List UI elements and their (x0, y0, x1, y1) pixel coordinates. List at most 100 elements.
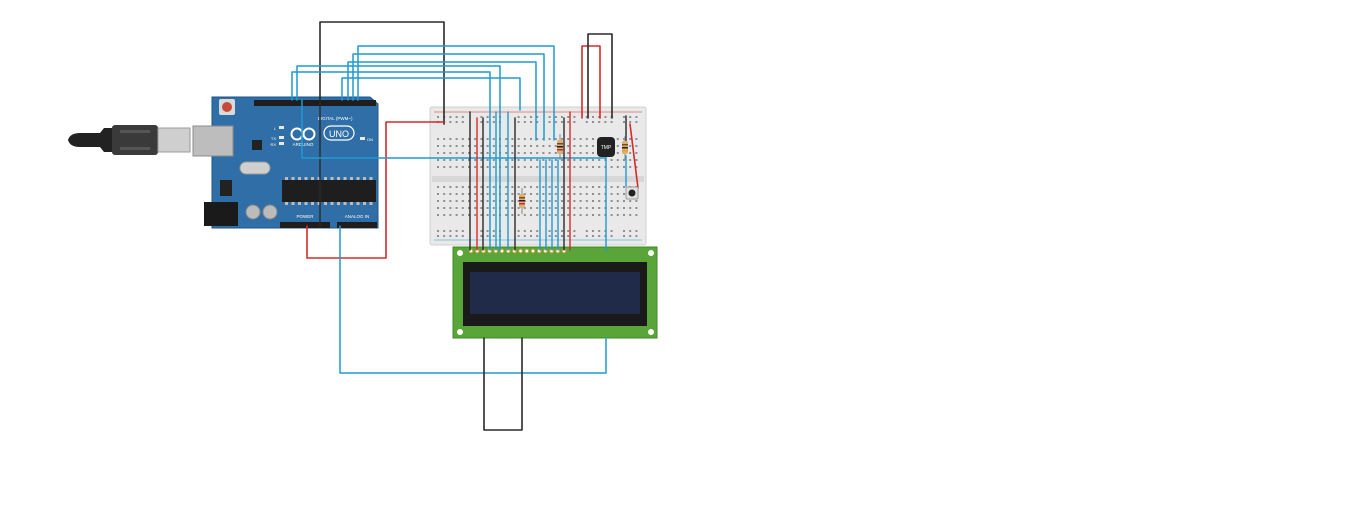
breadboard-hole[interactable] (480, 200, 483, 202)
breadboard-hole[interactable] (573, 145, 576, 147)
breadboard-hole[interactable] (523, 193, 526, 195)
breadboard-hole[interactable] (461, 230, 464, 232)
breadboard-hole[interactable] (536, 159, 539, 161)
breadboard-hole[interactable] (623, 207, 625, 209)
breadboard-hole[interactable] (449, 200, 452, 202)
breadboard-hole[interactable] (468, 214, 470, 216)
breadboard-hole[interactable] (517, 159, 520, 161)
breadboard-hole[interactable] (629, 138, 632, 140)
breadboard-hole[interactable] (449, 138, 452, 140)
breadboard-hole[interactable] (492, 200, 495, 202)
breadboard-hole[interactable] (598, 159, 601, 161)
breadboard-hole[interactable] (573, 121, 576, 123)
breadboard-hole[interactable] (474, 138, 477, 140)
breadboard-hole[interactable] (443, 235, 446, 237)
breadboard-hole[interactable] (554, 214, 557, 216)
breadboard-hole[interactable] (517, 230, 520, 232)
breadboard-hole[interactable] (542, 152, 545, 154)
breadboard-hole[interactable] (486, 121, 489, 123)
breadboard-hole[interactable] (585, 166, 588, 168)
breadboard-hole[interactable] (511, 214, 514, 216)
breadboard-hole[interactable] (449, 193, 452, 195)
breadboard-hole[interactable] (530, 214, 532, 216)
breadboard-hole[interactable] (449, 207, 452, 209)
breadboard-hole[interactable] (474, 186, 477, 188)
breadboard-hole[interactable] (573, 230, 576, 232)
breadboard-hole[interactable] (486, 138, 489, 140)
breadboard-hole[interactable] (610, 230, 613, 232)
breadboard-hole[interactable] (592, 235, 594, 237)
breadboard-hole[interactable] (579, 207, 582, 209)
breadboard-hole[interactable] (573, 193, 576, 195)
breadboard-hole[interactable] (635, 145, 638, 147)
breadboard-hole[interactable] (443, 186, 446, 188)
breadboard-hole[interactable] (616, 138, 619, 140)
breadboard-hole[interactable] (455, 193, 458, 195)
breadboard-hole[interactable] (554, 121, 557, 123)
breadboard-hole[interactable] (511, 152, 514, 154)
analog-header[interactable] (337, 222, 377, 228)
breadboard-hole[interactable] (517, 186, 520, 188)
breadboard-hole[interactable] (474, 166, 477, 168)
breadboard-hole[interactable] (585, 214, 588, 216)
breadboard-hole[interactable] (585, 152, 588, 154)
breadboard-hole[interactable] (554, 193, 557, 195)
breadboard-hole[interactable] (443, 193, 446, 195)
breadboard-hole[interactable] (530, 145, 532, 147)
lcd-pin[interactable] (524, 248, 530, 254)
breadboard-hole[interactable] (554, 235, 557, 237)
breadboard-hole[interactable] (455, 200, 458, 202)
breadboard-hole[interactable] (542, 214, 545, 216)
wire-d-2[interactable] (352, 53, 545, 141)
breadboard-hole[interactable] (517, 138, 520, 140)
breadboard-hole[interactable] (561, 193, 563, 195)
breadboard-hole[interactable] (461, 214, 464, 216)
breadboard-hole[interactable] (573, 235, 576, 237)
breadboard-hole[interactable] (548, 152, 551, 154)
breadboard-hole[interactable] (548, 214, 551, 216)
breadboard-hole[interactable] (561, 159, 563, 161)
breadboard-hole[interactable] (468, 145, 470, 147)
breadboard-hole[interactable] (623, 159, 625, 161)
breadboard-hole[interactable] (474, 214, 477, 216)
breadboard-hole[interactable] (573, 152, 576, 154)
breadboard-hole[interactable] (567, 214, 570, 216)
breadboard-hole[interactable] (443, 166, 446, 168)
breadboard-hole[interactable] (523, 121, 526, 123)
breadboard-hole[interactable] (598, 235, 601, 237)
breadboard-hole[interactable] (486, 193, 489, 195)
breadboard-hole[interactable] (468, 193, 470, 195)
breadboard-hole[interactable] (536, 235, 539, 237)
breadboard-hole[interactable] (610, 214, 613, 216)
breadboard-hole[interactable] (554, 138, 557, 140)
breadboard-hole[interactable] (573, 166, 576, 168)
breadboard-hole[interactable] (505, 193, 508, 195)
breadboard-hole[interactable] (536, 145, 539, 147)
breadboard-hole[interactable] (573, 214, 576, 216)
breadboard-hole[interactable] (468, 200, 470, 202)
wire-d-5[interactable] (291, 71, 491, 251)
breadboard-hole[interactable] (455, 121, 458, 123)
breadboard-hole[interactable] (474, 145, 477, 147)
breadboard-hole[interactable] (585, 121, 588, 123)
breadboard-hole[interactable] (461, 116, 464, 118)
breadboard-hole[interactable] (461, 145, 464, 147)
breadboard-hole[interactable] (561, 200, 563, 202)
resistor-icon[interactable] (622, 136, 628, 160)
breadboard-hole[interactable] (455, 159, 458, 161)
breadboard-hole[interactable] (480, 166, 483, 168)
breadboard-hole[interactable] (511, 166, 514, 168)
breadboard-hole[interactable] (548, 235, 551, 237)
breadboard-hole[interactable] (616, 200, 619, 202)
breadboard-hole[interactable] (585, 193, 588, 195)
breadboard-hole[interactable] (511, 193, 514, 195)
power-header[interactable] (280, 222, 330, 228)
breadboard-hole[interactable] (567, 200, 570, 202)
breadboard-hole[interactable] (492, 186, 495, 188)
breadboard-hole[interactable] (505, 152, 508, 154)
breadboard-hole[interactable] (623, 193, 625, 195)
breadboard-hole[interactable] (573, 200, 576, 202)
breadboard-hole[interactable] (561, 235, 563, 237)
breadboard-hole[interactable] (585, 159, 588, 161)
breadboard-hole[interactable] (492, 145, 495, 147)
